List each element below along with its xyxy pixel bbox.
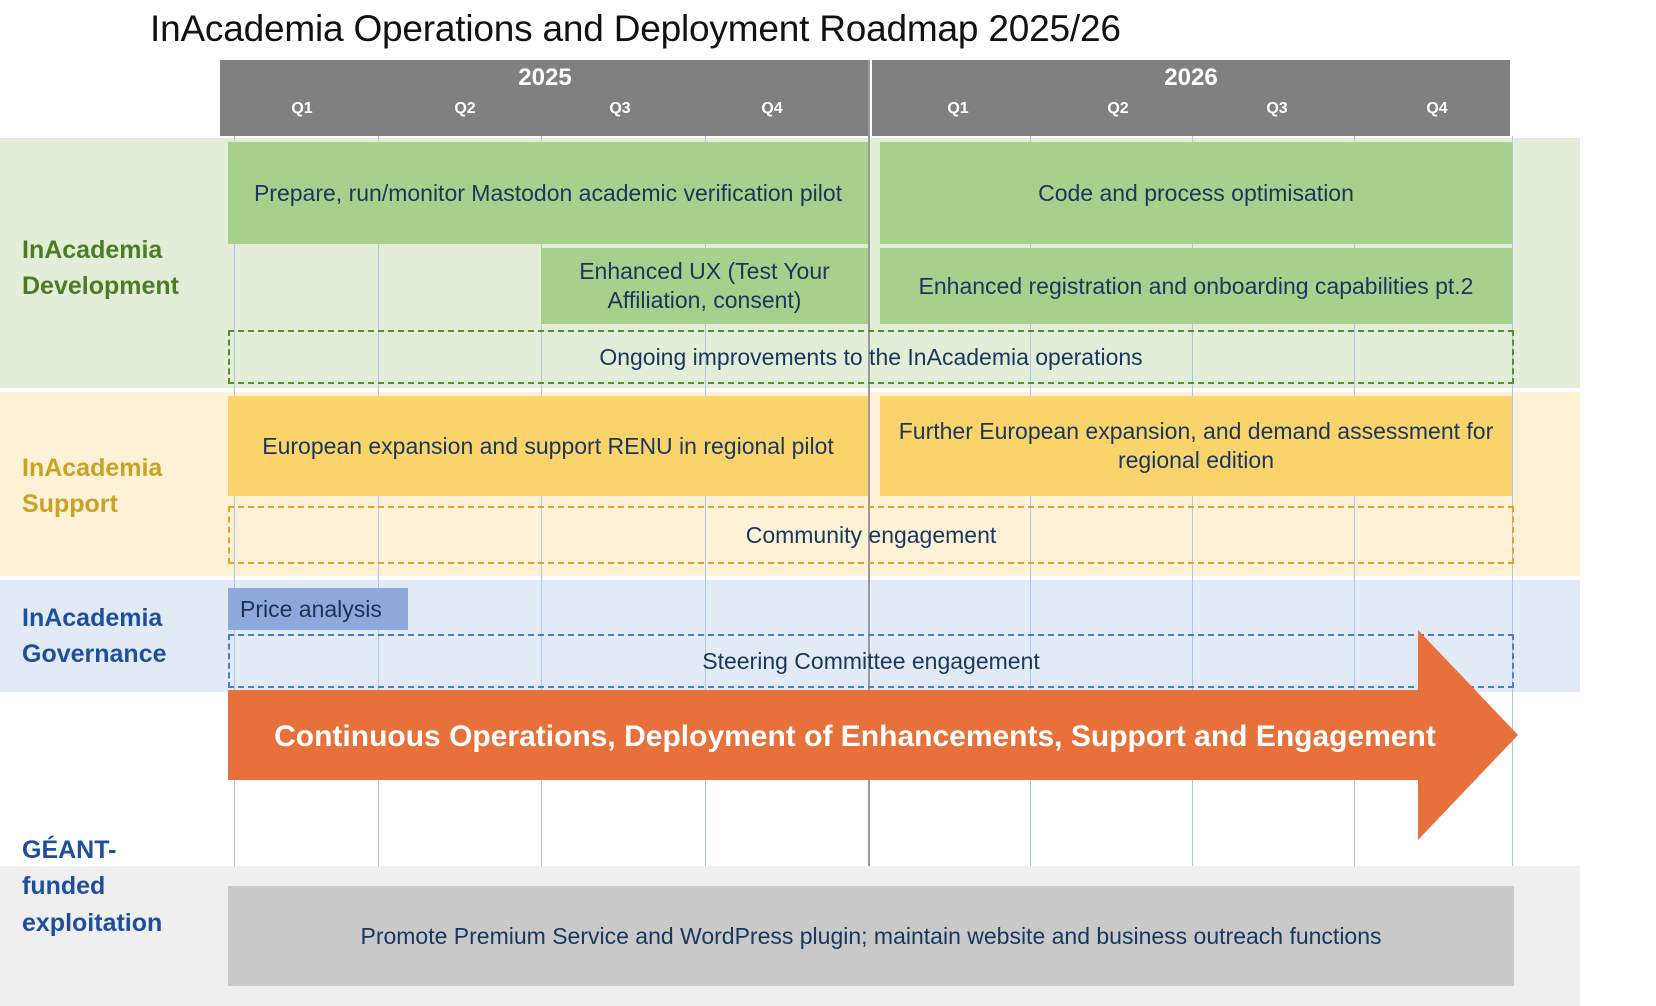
gridline-2026-q4 (1354, 136, 1355, 866)
continuous-operations-arrow[interactable] (228, 630, 1518, 840)
lane-label-support-line1: InAcademia (22, 454, 163, 482)
task-bar-enhanced-registration[interactable]: Enhanced registration and onboarding cap… (880, 248, 1512, 324)
task-bar-community-engagement[interactable]: Community engagement (228, 506, 1514, 564)
timeline-header-2026: 2026 Q1 Q2 Q3 Q4 (872, 60, 1510, 136)
timeline-header-2025: 2025 Q1 Q2 Q3 Q4 (220, 60, 870, 136)
gridline-2025-q1 (234, 136, 235, 866)
gridline-end (1512, 136, 1513, 866)
lane-label-development: InAcademia Development (22, 232, 222, 305)
quarter-label-2025-q2: Q2 (454, 100, 476, 117)
task-bar-geant-promote[interactable]: Promote Premium Service and WordPress pl… (228, 886, 1514, 986)
task-bar-further-expansion[interactable]: Further European expansion, and demand a… (880, 396, 1512, 496)
quarter-label-2026-q4: Q4 (1426, 100, 1448, 117)
gridline-year-divider (868, 60, 870, 866)
gridline-2025-q4 (705, 136, 706, 866)
quarter-label-2026-q3: Q3 (1266, 100, 1288, 117)
continuous-operations-label: Continuous Operations, Deployment of Enh… (274, 720, 1436, 753)
lane-label-support: InAcademia Support (22, 450, 222, 523)
gridline-2026-q3 (1192, 136, 1193, 866)
task-bar-enhanced-ux[interactable]: Enhanced UX (Test Your Affiliation, cons… (541, 248, 868, 324)
lane-label-geant: GÉANT- funded exploitation (22, 832, 222, 941)
lane-label-governance: InAcademia Governance (22, 600, 222, 673)
lane-label-governance-line2: Governance (22, 640, 167, 669)
lane-label-geant-line1: GÉANT- (22, 836, 117, 864)
lane-label-governance-line1: InAcademia (22, 604, 163, 632)
arrow-shape (228, 630, 1518, 840)
task-bar-code-optimisation[interactable]: Code and process optimisation (880, 142, 1512, 244)
quarter-label-2026-q2: Q2 (1107, 100, 1129, 117)
page-title: InAcademia Operations and Deployment Roa… (150, 8, 1121, 49)
quarter-label-2026-q1: Q1 (947, 100, 969, 117)
year-label-2025: 2025 (518, 64, 572, 91)
task-bar-european-expansion[interactable]: European expansion and support RENU in r… (228, 396, 868, 496)
lane-label-geant-line3: exploitation (22, 908, 163, 937)
quarter-label-2025-q4: Q4 (761, 100, 783, 117)
task-bar-ongoing-improvements[interactable]: Ongoing improvements to the InAcademia o… (228, 330, 1514, 384)
gridline-2025-q2 (378, 136, 379, 866)
gridline-2025-q3 (541, 136, 542, 866)
task-bar-mastodon-pilot[interactable]: Prepare, run/monitor Mastodon academic v… (228, 142, 868, 244)
lane-label-development-line1: InAcademia (22, 236, 163, 264)
lane-label-geant-line2: funded (22, 872, 106, 901)
task-bar-steering-committee[interactable]: Steering Committee engagement (228, 634, 1514, 688)
gridline-2026-q2 (1030, 136, 1031, 866)
year-label-2026: 2026 (1164, 64, 1218, 91)
quarter-label-2025-q3: Q3 (609, 100, 631, 117)
quarter-label-2025-q1: Q1 (291, 100, 313, 117)
lane-label-support-line2: Support (22, 490, 118, 519)
lane-label-development-line2: Development (22, 272, 179, 301)
task-bar-price-analysis[interactable]: Price analysis (228, 588, 408, 630)
